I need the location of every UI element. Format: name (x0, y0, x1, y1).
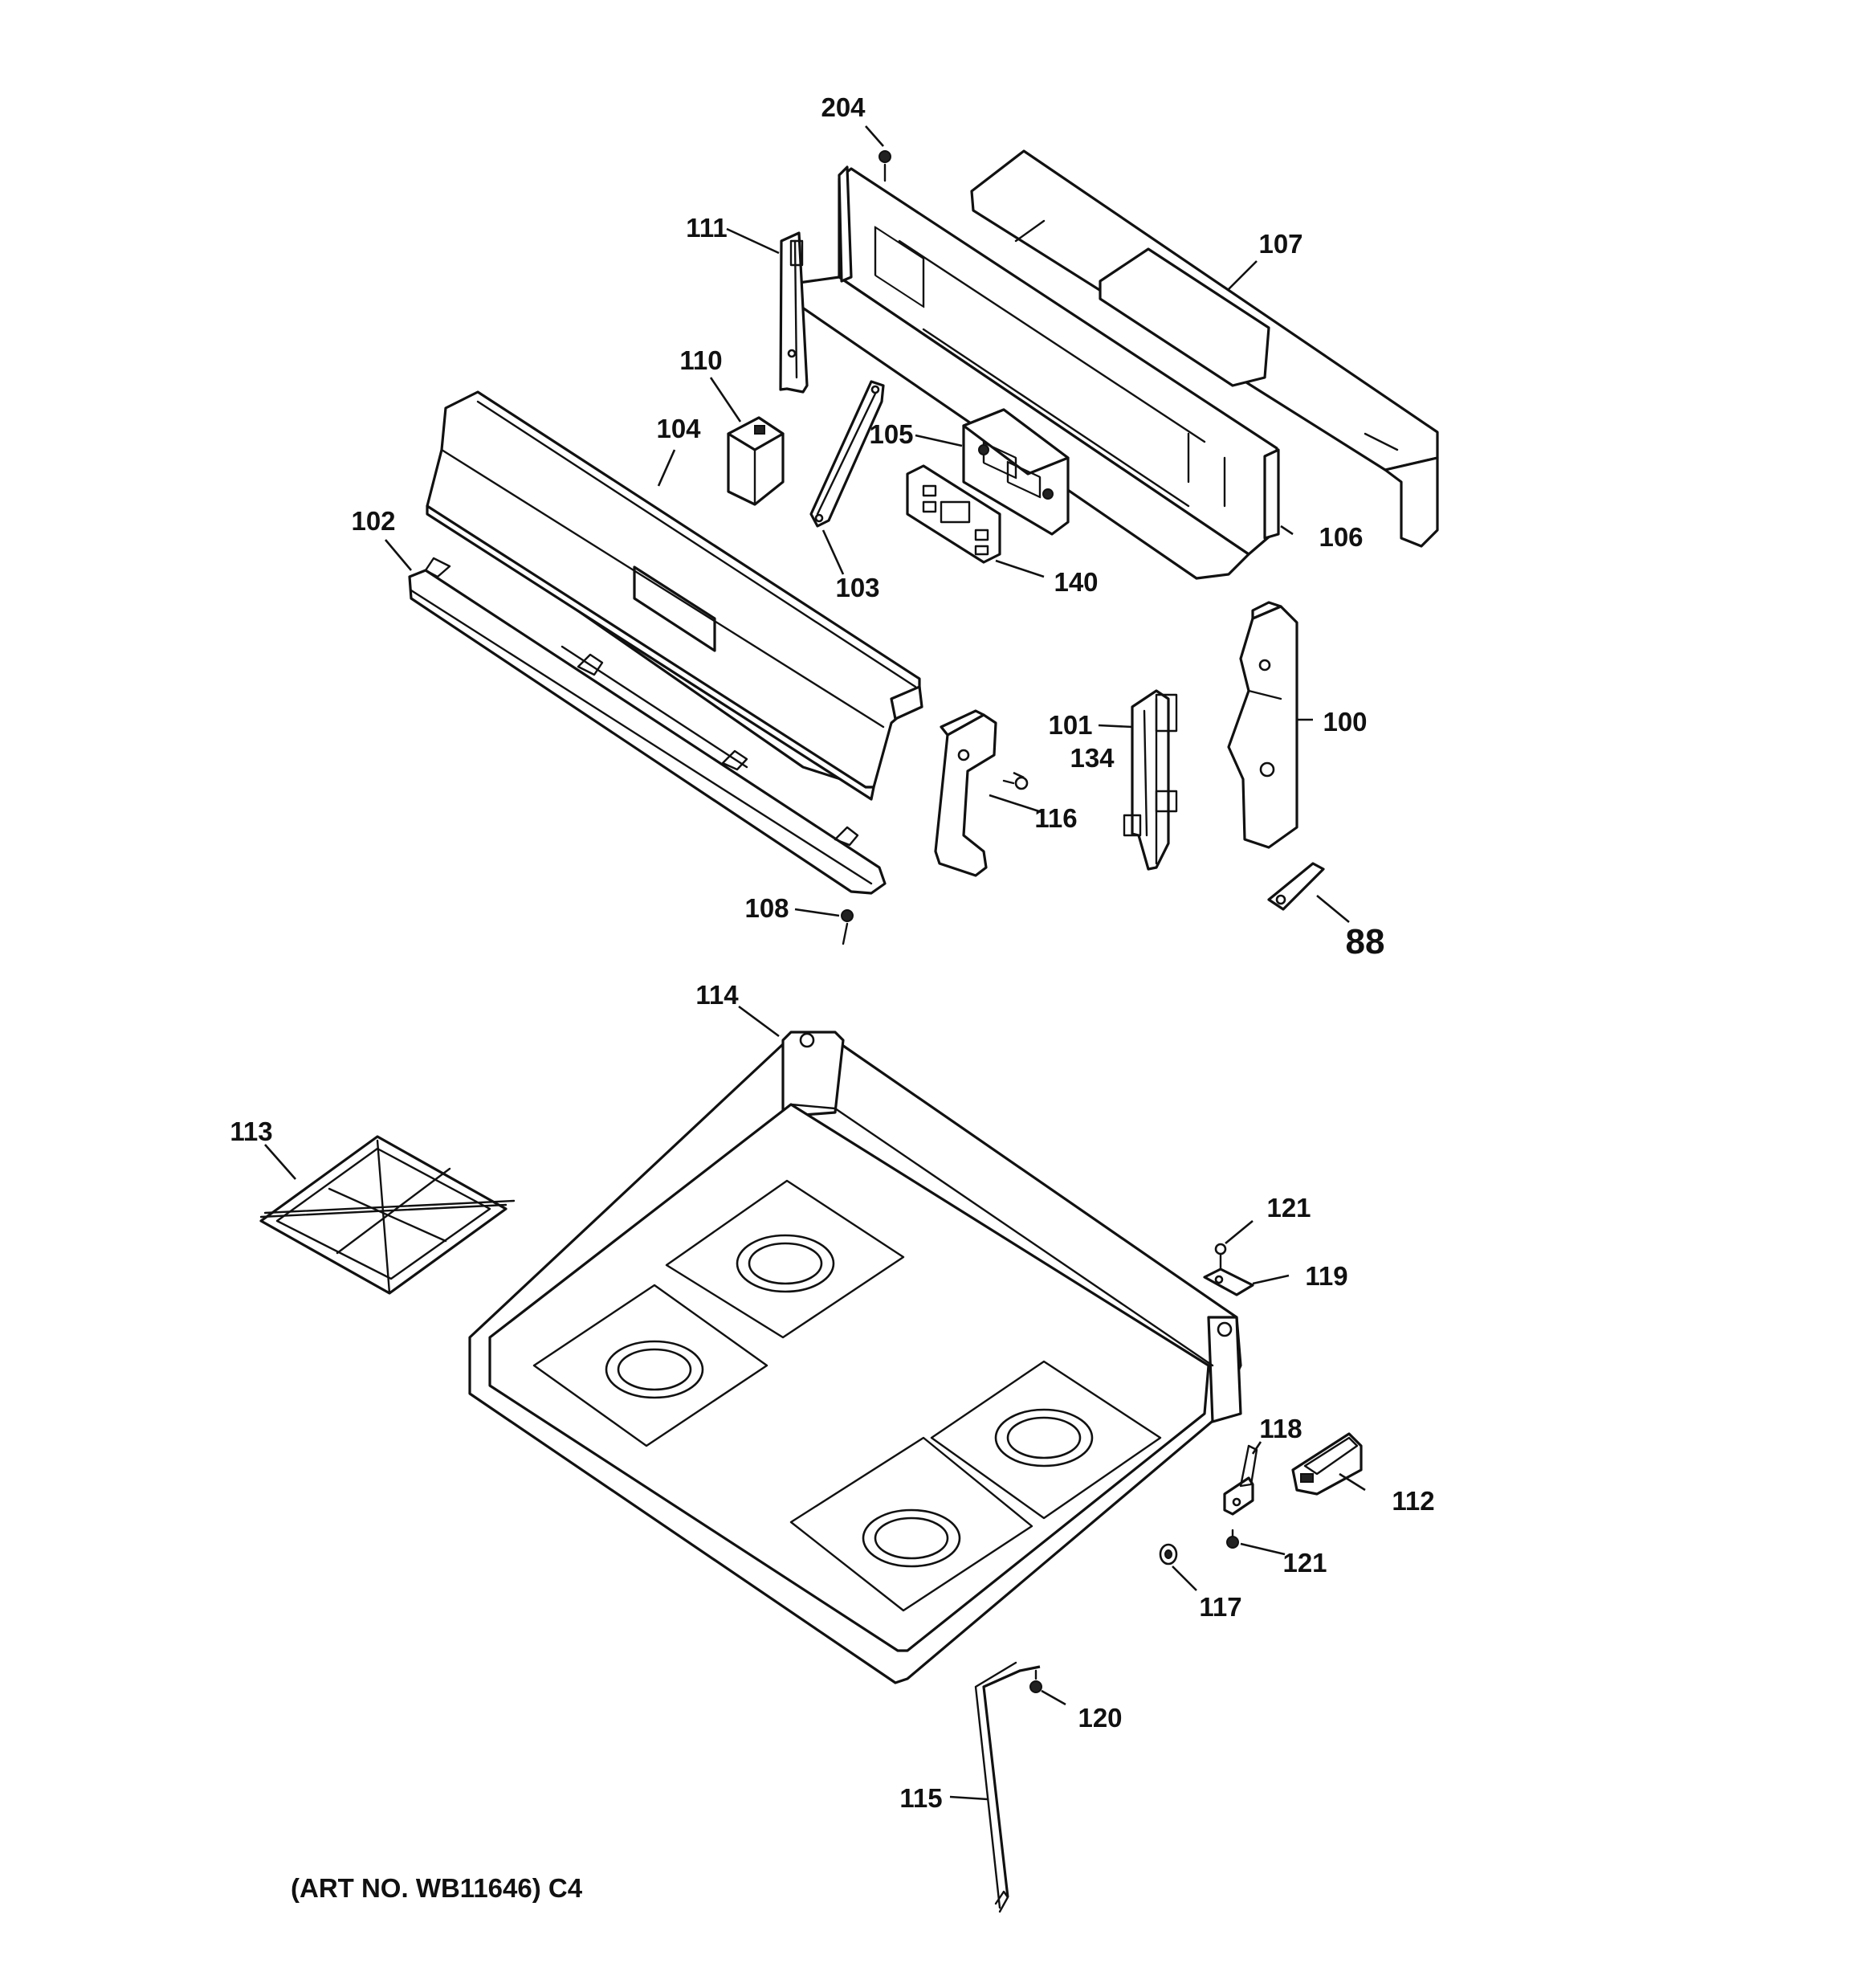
part-120-screw (1029, 1669, 1042, 1693)
label-140: 140 (1054, 567, 1098, 597)
part-140-overlay (906, 464, 1001, 564)
part-110-switch (727, 416, 785, 506)
label-204: 204 (821, 92, 866, 122)
leader-lines (264, 125, 1366, 1801)
label-101: 101 (1048, 710, 1092, 740)
part-121-screw-bottom (1226, 1529, 1239, 1549)
label-113: 113 (230, 1116, 272, 1146)
label-106: 106 (1319, 522, 1363, 552)
label-121-top: 121 (1266, 1193, 1311, 1223)
label-114: 114 (695, 980, 739, 1010)
part-100-end-panel (1227, 601, 1298, 849)
label-119: 119 (1305, 1261, 1347, 1291)
label-117: 117 (1199, 1592, 1241, 1622)
part-102-manifold-panel (408, 557, 887, 895)
part-108-screw (841, 909, 854, 945)
label-116: 116 (1034, 803, 1077, 833)
part-114-cooktop (468, 1031, 1242, 1684)
label-121-bottom: 121 (1282, 1548, 1327, 1578)
part-107-rear-trim (970, 149, 1439, 548)
part-101-side-bracket (1123, 689, 1178, 871)
label-111: 111 (686, 213, 727, 243)
part-103-strap (809, 380, 885, 528)
part-113-grate (259, 1135, 516, 1295)
label-104: 104 (656, 414, 701, 443)
part-115-support-rod (974, 1661, 1041, 1913)
label-120: 120 (1078, 1703, 1122, 1733)
label-112: 112 (1392, 1486, 1434, 1516)
part-118-bracket (1223, 1444, 1258, 1516)
label-110: 110 (679, 345, 722, 375)
label-88: 88 (1346, 922, 1385, 961)
part-117-grommet (1159, 1543, 1178, 1565)
part-88-plate (1267, 862, 1325, 911)
part-119-bracket (1203, 1268, 1254, 1296)
part-105-clock-control (962, 408, 1070, 536)
part-134-screw (1002, 776, 1029, 790)
label-108: 108 (744, 893, 789, 923)
part-112-hinge (1291, 1432, 1363, 1496)
label-105: 105 (869, 419, 913, 449)
part-116-end-cap (934, 709, 997, 877)
label-134: 134 (1070, 743, 1115, 773)
part-labels: 204 111 107 110 104 105 102 106 103 140 … (230, 92, 1434, 1813)
label-107: 107 (1258, 229, 1302, 259)
art-number: (ART NO. WB11646) C4 (291, 1873, 583, 1903)
part-111-bracket (779, 231, 809, 394)
label-118: 118 (1259, 1414, 1302, 1443)
label-100: 100 (1323, 707, 1367, 737)
label-115: 115 (899, 1783, 942, 1813)
part-104-control-panel (426, 390, 923, 801)
part-204-screw (879, 150, 891, 182)
part-121-screw-top (1214, 1243, 1227, 1271)
label-102: 102 (351, 506, 395, 536)
label-103: 103 (835, 573, 879, 602)
